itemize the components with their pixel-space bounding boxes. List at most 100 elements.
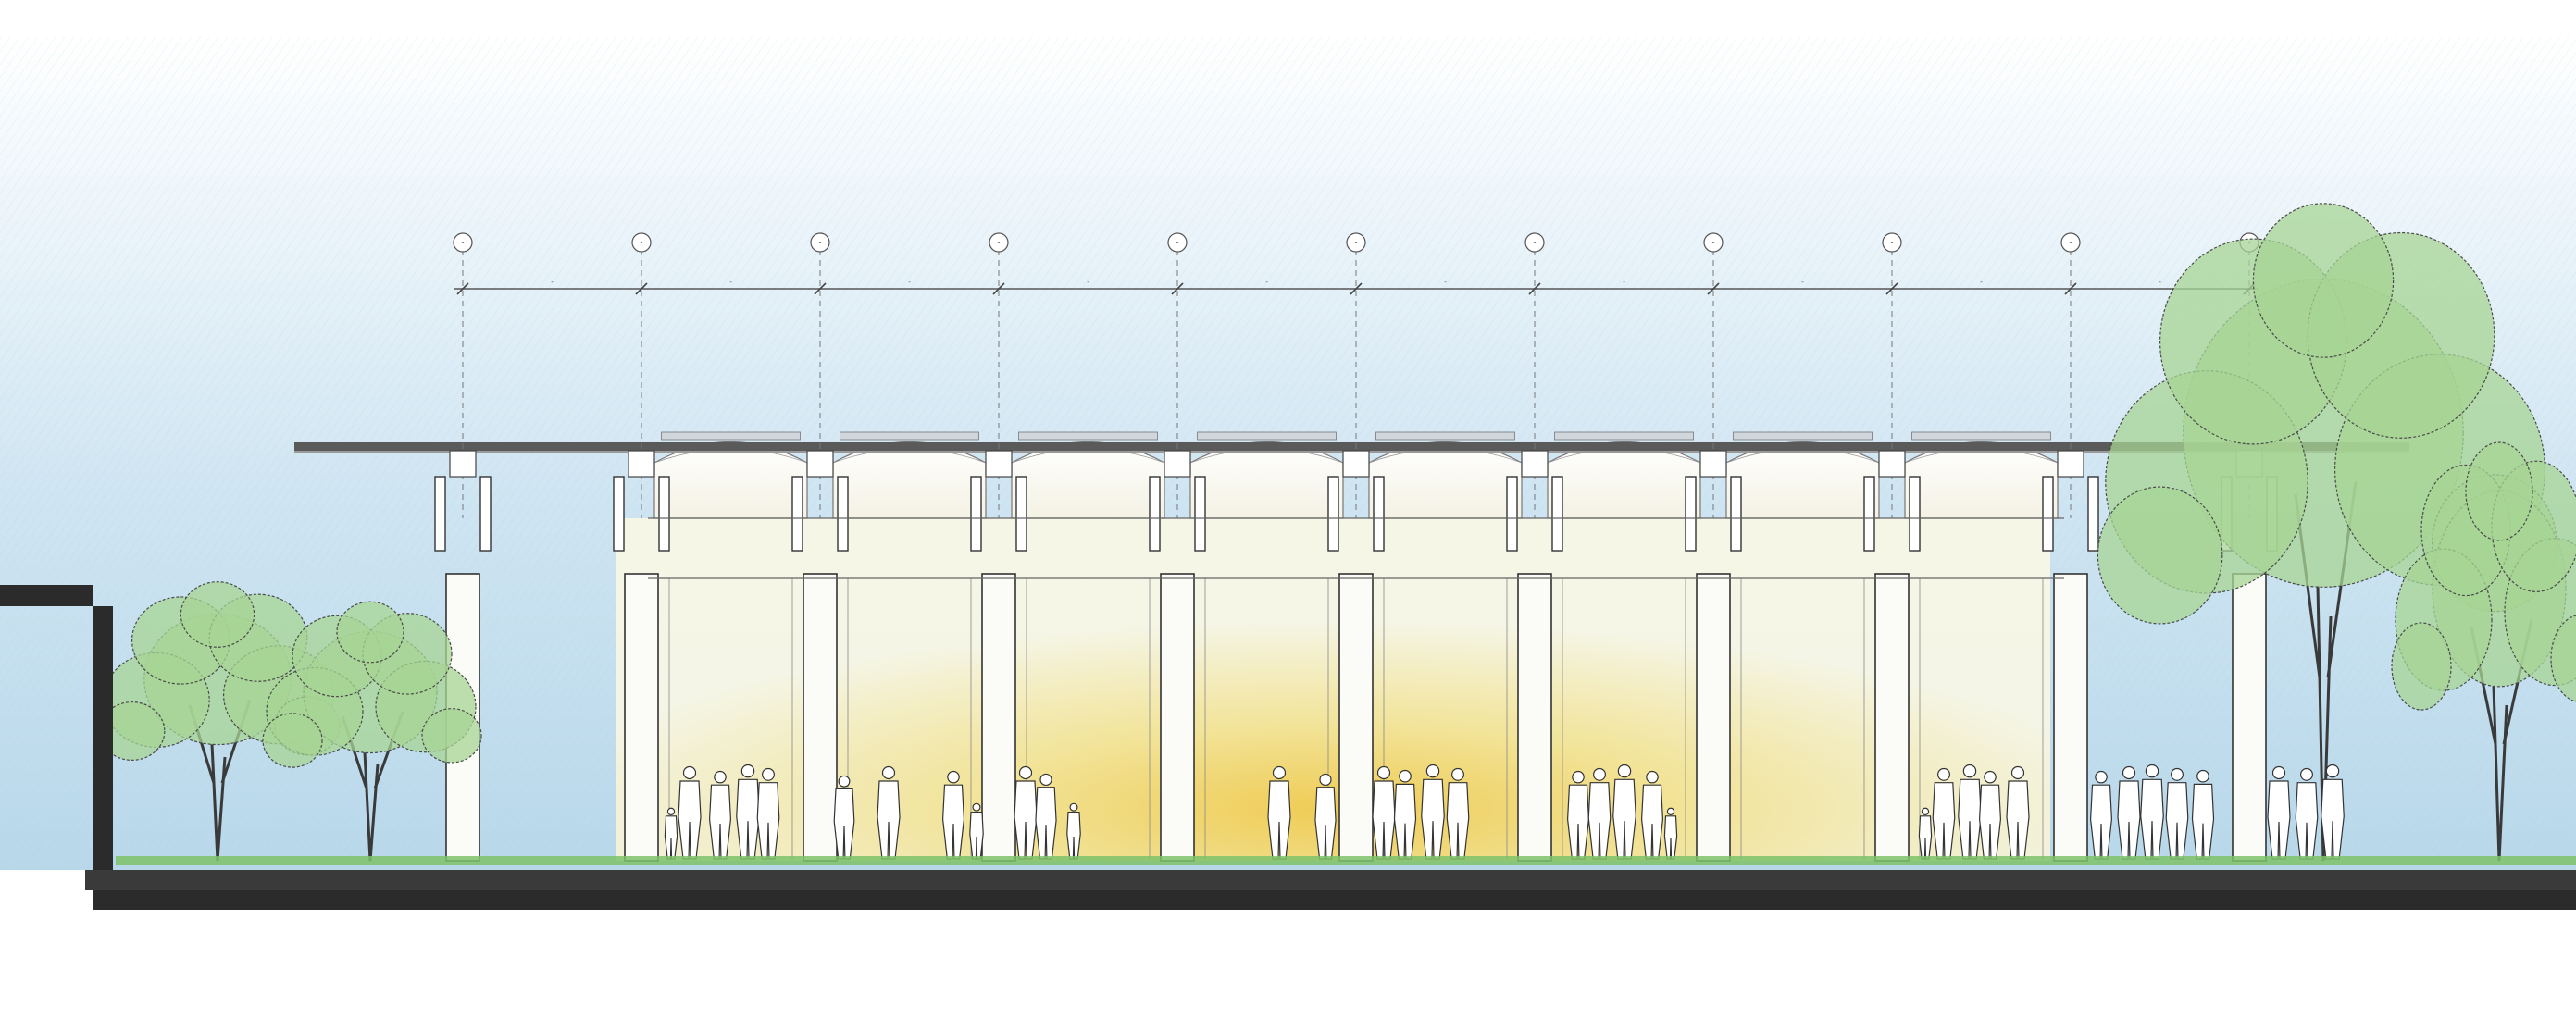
- person-silhouette: [1958, 764, 1982, 860]
- person-silhouette: [1663, 807, 1678, 860]
- person-head: [1593, 767, 1606, 781]
- dimension-label: -: [908, 278, 911, 286]
- dimension-label: -: [1801, 278, 1804, 286]
- grid-bubble: [453, 232, 473, 253]
- person-body: [708, 784, 732, 860]
- person-silhouette: [2117, 765, 2141, 860]
- person-silhouette: [1066, 802, 1081, 860]
- dimension-tick: [1171, 282, 1184, 295]
- person-head: [2010, 765, 2025, 780]
- dimension-tick: [635, 282, 648, 295]
- column: [1338, 573, 1374, 862]
- person-body: [877, 780, 901, 860]
- tree-right-edge: [2391, 441, 2576, 862]
- column-bracket-right: [1730, 476, 1742, 552]
- person-head: [972, 802, 981, 812]
- person-silhouette: [1587, 767, 1612, 860]
- grid-bubble-label: -: [1176, 238, 1179, 247]
- ground-section: [0, 585, 2576, 910]
- tree-trunk: [341, 711, 404, 862]
- person-body: [2295, 782, 2319, 860]
- tree-right-large: [2097, 203, 2557, 862]
- tree-foliage: [2465, 441, 2533, 541]
- grid-bubble: [1524, 232, 1545, 253]
- grid-bubble-label: -: [2070, 238, 2072, 247]
- person-head: [1617, 764, 1632, 778]
- grid-bubble-label: -: [462, 238, 465, 247]
- person-head: [947, 770, 960, 784]
- person-body: [1932, 782, 1956, 860]
- person-silhouette: [2006, 765, 2030, 860]
- person-silhouette: [1918, 807, 1933, 860]
- tree-foliage: [2252, 203, 2395, 358]
- column-capital: [628, 450, 655, 478]
- column: [2232, 573, 2267, 862]
- person-silhouette: [969, 802, 984, 860]
- person-silhouette: [2321, 764, 2345, 860]
- person-body: [1446, 782, 1470, 860]
- person-silhouette: [2267, 765, 2291, 860]
- person-head: [1666, 807, 1675, 816]
- dimension-tick: [1885, 282, 1898, 295]
- person-body: [2191, 783, 2215, 860]
- column-bracket-right: [1909, 476, 1921, 552]
- person-head: [2145, 764, 2159, 778]
- person-head: [714, 770, 727, 784]
- column-bracket-left: [613, 476, 625, 552]
- tree-foliage: [262, 713, 323, 768]
- column-bracket-left: [1863, 476, 1875, 552]
- person-silhouette: [664, 807, 678, 860]
- person-body: [1035, 787, 1057, 860]
- tree-foliage: [180, 581, 255, 648]
- tree-foliage: [336, 601, 404, 664]
- person-head: [1962, 764, 1977, 778]
- column-bracket-right: [658, 476, 670, 552]
- dimension-label: -: [1265, 278, 1268, 286]
- grid-bubble-label: -: [1712, 238, 1715, 247]
- tree-left-2: [262, 601, 482, 862]
- person-body: [1014, 780, 1038, 860]
- column-bracket-left: [1149, 476, 1161, 552]
- person-silhouette: [1932, 767, 1956, 860]
- person-silhouette: [1421, 764, 1445, 860]
- person-body: [1372, 780, 1396, 860]
- person-head: [1425, 764, 1440, 778]
- person-head: [1984, 770, 1997, 784]
- person-silhouette: [1978, 770, 2002, 860]
- person-body: [1640, 784, 1664, 860]
- person-body: [1267, 780, 1291, 860]
- column-bracket-left: [434, 476, 446, 552]
- column-bracket-left: [2042, 476, 2054, 552]
- person-head: [1399, 769, 1412, 783]
- person-body: [1663, 815, 1678, 860]
- skylight: [1554, 431, 1694, 441]
- grid-bubble-label: -: [1891, 238, 1894, 247]
- person-silhouette: [833, 775, 855, 860]
- column-bracket-right: [1015, 476, 1027, 552]
- dimension-tick: [456, 282, 469, 295]
- person-head: [1018, 765, 1033, 780]
- person-head: [1376, 765, 1391, 780]
- person-silhouette: [678, 765, 702, 860]
- person-body: [1612, 778, 1636, 860]
- dimension-label: -: [2159, 278, 2161, 286]
- tree-trunk: [2294, 481, 2358, 862]
- grid-bubble-label: -: [1534, 238, 1537, 247]
- column-bracket-right: [1373, 476, 1385, 552]
- dimension-tick: [1350, 282, 1363, 295]
- person-silhouette: [1446, 767, 1470, 860]
- person-silhouette: [941, 770, 965, 860]
- person-head: [1572, 770, 1585, 784]
- person-silhouette: [1014, 765, 1038, 860]
- grid-bubble: [1882, 232, 1902, 253]
- skylight: [1733, 431, 1873, 441]
- tree-trunk: [2470, 619, 2533, 862]
- grid-bubble: [989, 232, 1009, 253]
- person-body: [1587, 782, 1612, 860]
- person-head: [1921, 807, 1930, 816]
- roof-slab: [294, 442, 2409, 451]
- person-silhouette: [708, 770, 732, 860]
- person-silhouette: [2089, 770, 2113, 860]
- person-body: [1421, 778, 1445, 860]
